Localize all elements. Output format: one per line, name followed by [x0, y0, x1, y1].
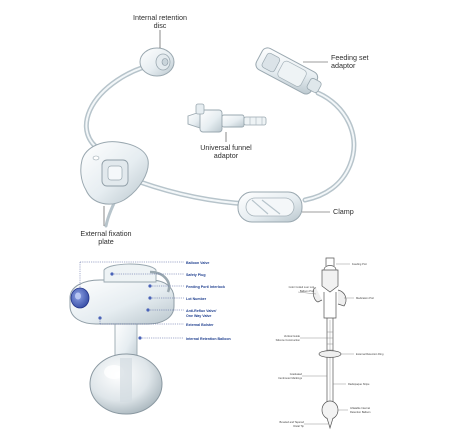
label-external-bolster: External Bolster: [186, 323, 214, 327]
label-anti-reflux-1: Anti-Reflux Valve/: [186, 309, 216, 313]
label-external-retention-ring: External Retention Ring: [356, 352, 384, 356]
universal-funnel-adaptor: [187, 103, 267, 133]
label-feeding-adaptor-2: adaptor: [331, 61, 356, 70]
label-safety-plug: Safety Plug: [186, 273, 206, 277]
label-inflatable-1: Inflatable Internal: [350, 406, 370, 410]
external-fixation-plate: [80, 141, 149, 205]
tube-schematic: Feeding Port Color Coded Luer Lok Balloo…: [276, 257, 384, 430]
label-funnel-2: adaptor: [214, 151, 239, 160]
clamp: [237, 191, 303, 223]
label-fixation-1: External fixation: [80, 229, 131, 238]
label-graduated-1: Graduated: [290, 372, 303, 376]
label-medication-port: Medication Port: [356, 296, 374, 300]
label-color-coded-2: Balloon Port: [300, 289, 314, 293]
internal-retention-balloon: [89, 353, 163, 415]
feeding-set-adaptor: [255, 47, 322, 95]
label-feeding-port-interlock: Feeding Port/ Interlock: [186, 285, 225, 289]
label-funnel-1: Universal funnel: [200, 143, 252, 152]
label-inflatable-2: Retention Balloon: [350, 410, 371, 414]
label-radiopaque-stripe: Radiopaque Stripe: [348, 382, 370, 386]
balloon-markers: [98, 272, 152, 340]
balloon-leader-lines: [79, 261, 184, 339]
label-vertical-guide-1: Vertical Guide: [284, 334, 301, 338]
label-beveled-2: Distal Tip: [293, 424, 304, 428]
label-internal-disc-2: disc: [154, 21, 167, 30]
label-balloon-valve: Balloon Valve: [186, 261, 209, 265]
label-anti-reflux-2: One Way Valve: [186, 314, 211, 318]
internal-retention-disc: [139, 47, 175, 77]
label-feeding-adaptor-1: Feeding set: [331, 53, 369, 62]
schematic-ports: [312, 257, 347, 319]
balloon-valve: [70, 287, 90, 309]
top-device-diagram: Internal retention disc Feeding set adap…: [80, 13, 369, 246]
external-bolster: [69, 263, 175, 325]
label-color-coded-1: Color Coded Luer Lok: [289, 285, 315, 289]
top-leader-lines: [103, 30, 330, 226]
label-internal-disc-1: Internal retention: [133, 13, 187, 22]
extension-tubing: [83, 61, 357, 228]
label-beveled-1: Beveled and Tapered: [280, 420, 305, 424]
schematic-retention-ring: [318, 350, 342, 358]
balloon-button-diagram: Balloon Valve Safety Plug Feeding Port/ …: [69, 261, 231, 415]
label-feeding-port: Feeding Port: [352, 262, 367, 266]
label-fixation-2: plate: [98, 237, 114, 246]
label-clamp: Clamp: [333, 207, 354, 216]
label-internal-retention-balloon: Internal Retention Balloon: [186, 337, 231, 341]
schematic-leader-lines: [297, 263, 354, 425]
label-lot-number: Lot Number: [186, 297, 207, 301]
label-graduated-2: Centimeter Markings: [278, 376, 303, 380]
schematic-shaft: [326, 318, 334, 404]
schematic-balloon: [321, 400, 339, 430]
label-vertical-guide-2: Silicone Construction: [276, 338, 301, 342]
